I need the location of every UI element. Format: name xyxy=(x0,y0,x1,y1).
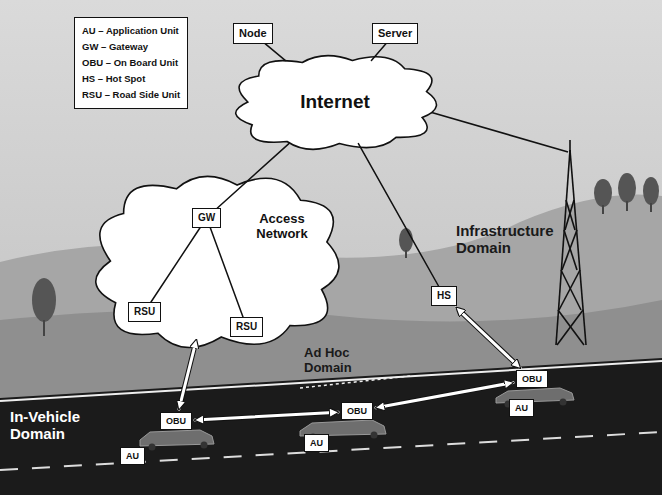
on-board-unit-box: OBU xyxy=(341,402,373,420)
legend-row: OBU – On Board Unit xyxy=(82,55,180,71)
box-label: OBU xyxy=(522,374,542,384)
box-label: OBU xyxy=(347,406,367,416)
legend-text: HS – Hot Spot xyxy=(82,71,145,87)
cloud-label: Access Network xyxy=(236,212,328,242)
hot-spot-box: HS xyxy=(431,286,457,306)
legend-text: AU – Application Unit xyxy=(82,23,179,39)
legend-box: AU – Application UnitGW – GatewayOBU – O… xyxy=(74,17,188,109)
application-unit-box: AU xyxy=(304,434,329,452)
network-link xyxy=(265,44,285,61)
box-label: Server xyxy=(378,27,412,40)
wireless-link-arrow xyxy=(179,340,196,409)
domain-label: In-Vehicle Domain xyxy=(10,408,114,443)
legend-row: HS – Hot Spot xyxy=(82,71,180,87)
domain-label: Ad Hoc Domain xyxy=(304,346,378,376)
cloud-label: Internet xyxy=(300,91,370,113)
legend-row: AU – Application Unit xyxy=(82,23,180,39)
road-side-unit-box: RSU xyxy=(128,302,161,322)
domain-label: Infrastructure Domain xyxy=(456,222,568,257)
box-label: RSU xyxy=(134,306,155,318)
legend-row: RSU – Road Side Unit xyxy=(82,87,180,103)
box-label: OBU xyxy=(166,416,186,426)
box-label: AU xyxy=(515,403,528,413)
node-box: Node xyxy=(233,23,273,44)
box-label: GW xyxy=(198,212,215,224)
on-board-unit-box: OBU xyxy=(160,412,192,430)
box-label: AU xyxy=(126,451,139,461)
access-network-cloud: Access Network GW RSU RSU xyxy=(84,166,348,356)
wireless-link-arrow xyxy=(456,308,520,368)
gateway-box: GW xyxy=(192,208,221,228)
application-unit-box: AU xyxy=(120,447,145,465)
server-box: Server xyxy=(372,23,418,44)
cloud-outline xyxy=(84,166,348,356)
legend-text: OBU – On Board Unit xyxy=(82,55,178,71)
internet-cloud: Internet xyxy=(226,50,444,154)
wireless-link-arrow xyxy=(376,383,513,408)
network-link xyxy=(358,144,438,286)
box-label: Node xyxy=(239,27,267,40)
box-label: HS xyxy=(437,290,451,302)
box-label: AU xyxy=(310,438,323,448)
wireless-link-arrow xyxy=(195,412,338,420)
legend-row: GW – Gateway xyxy=(82,39,180,55)
legend-text: GW – Gateway xyxy=(82,39,148,55)
road-side-unit-box: RSU xyxy=(230,317,263,337)
box-label: RSU xyxy=(236,321,257,333)
application-unit-box: AU xyxy=(509,399,534,417)
on-board-unit-box: OBU xyxy=(516,370,548,388)
legend-text: RSU – Road Side Unit xyxy=(82,87,180,103)
